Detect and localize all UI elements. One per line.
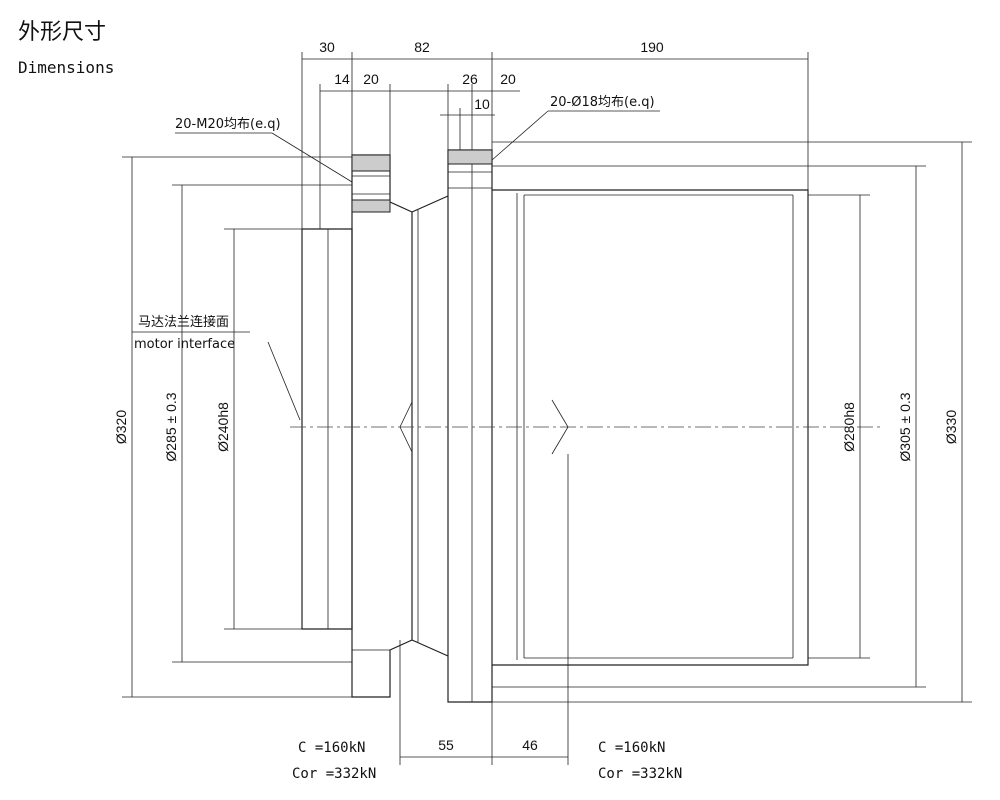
title-english: Dimensions xyxy=(18,58,115,77)
phi18-holes-label: 20-Ø18均布(e.q) xyxy=(550,95,655,110)
left-diameter-lines xyxy=(122,156,352,698)
bottom-dimension-lines xyxy=(399,454,569,765)
dia-285-label: Ø285 ± 0.3 xyxy=(163,392,179,461)
dia-305-label: Ø305 ± 0.3 xyxy=(897,392,913,461)
left-dynamic-load: C =160kN xyxy=(298,740,365,756)
motor-interface-cn-label: 马达法兰连接面 xyxy=(138,314,229,330)
m20-leader xyxy=(271,132,353,183)
right-dynamic-load: C =160kN xyxy=(598,740,665,756)
dim-top-20-right: 20 xyxy=(500,71,516,87)
motor-interface-en-label: motor interface xyxy=(134,337,235,352)
dim-top-14: 14 xyxy=(334,71,350,87)
flange-two xyxy=(447,149,493,703)
phi18-hole-section xyxy=(447,149,493,189)
dim-top-30: 30 xyxy=(319,39,335,55)
phi18-leader xyxy=(491,110,549,161)
dia-240-label: Ø240h8 xyxy=(215,402,231,452)
dim-bottom-46: 46 xyxy=(522,737,538,753)
m20-holes-label: 20-M20均布(e.q) xyxy=(175,117,281,132)
dim-top-10: 10 xyxy=(474,96,490,112)
top-dimension-lines xyxy=(301,52,809,229)
motor-leader xyxy=(267,341,301,421)
dia-280-label: Ø280h8 xyxy=(841,402,857,452)
dim-bottom-55: 55 xyxy=(438,737,454,753)
flange-one xyxy=(351,154,413,698)
dim-top-20-left: 20 xyxy=(363,71,379,87)
dia-330-label: Ø330 xyxy=(943,410,959,444)
title-chinese: 外形尺寸 xyxy=(18,20,107,45)
dia-320-label: Ø320 xyxy=(113,410,129,444)
m20-hole-section xyxy=(351,154,391,213)
dim-top-26: 26 xyxy=(462,71,478,87)
right-static-load: Cor =332kN xyxy=(598,766,682,782)
drum-housing xyxy=(492,189,809,666)
part-outline xyxy=(290,149,880,703)
motor-spigot xyxy=(301,228,353,630)
left-static-load: Cor =332kN xyxy=(292,766,376,782)
dim-top-190: 190 xyxy=(640,39,664,55)
tapered-neck xyxy=(411,195,449,657)
right-diameter-lines xyxy=(492,141,972,703)
dim-top-82: 82 xyxy=(414,39,430,55)
